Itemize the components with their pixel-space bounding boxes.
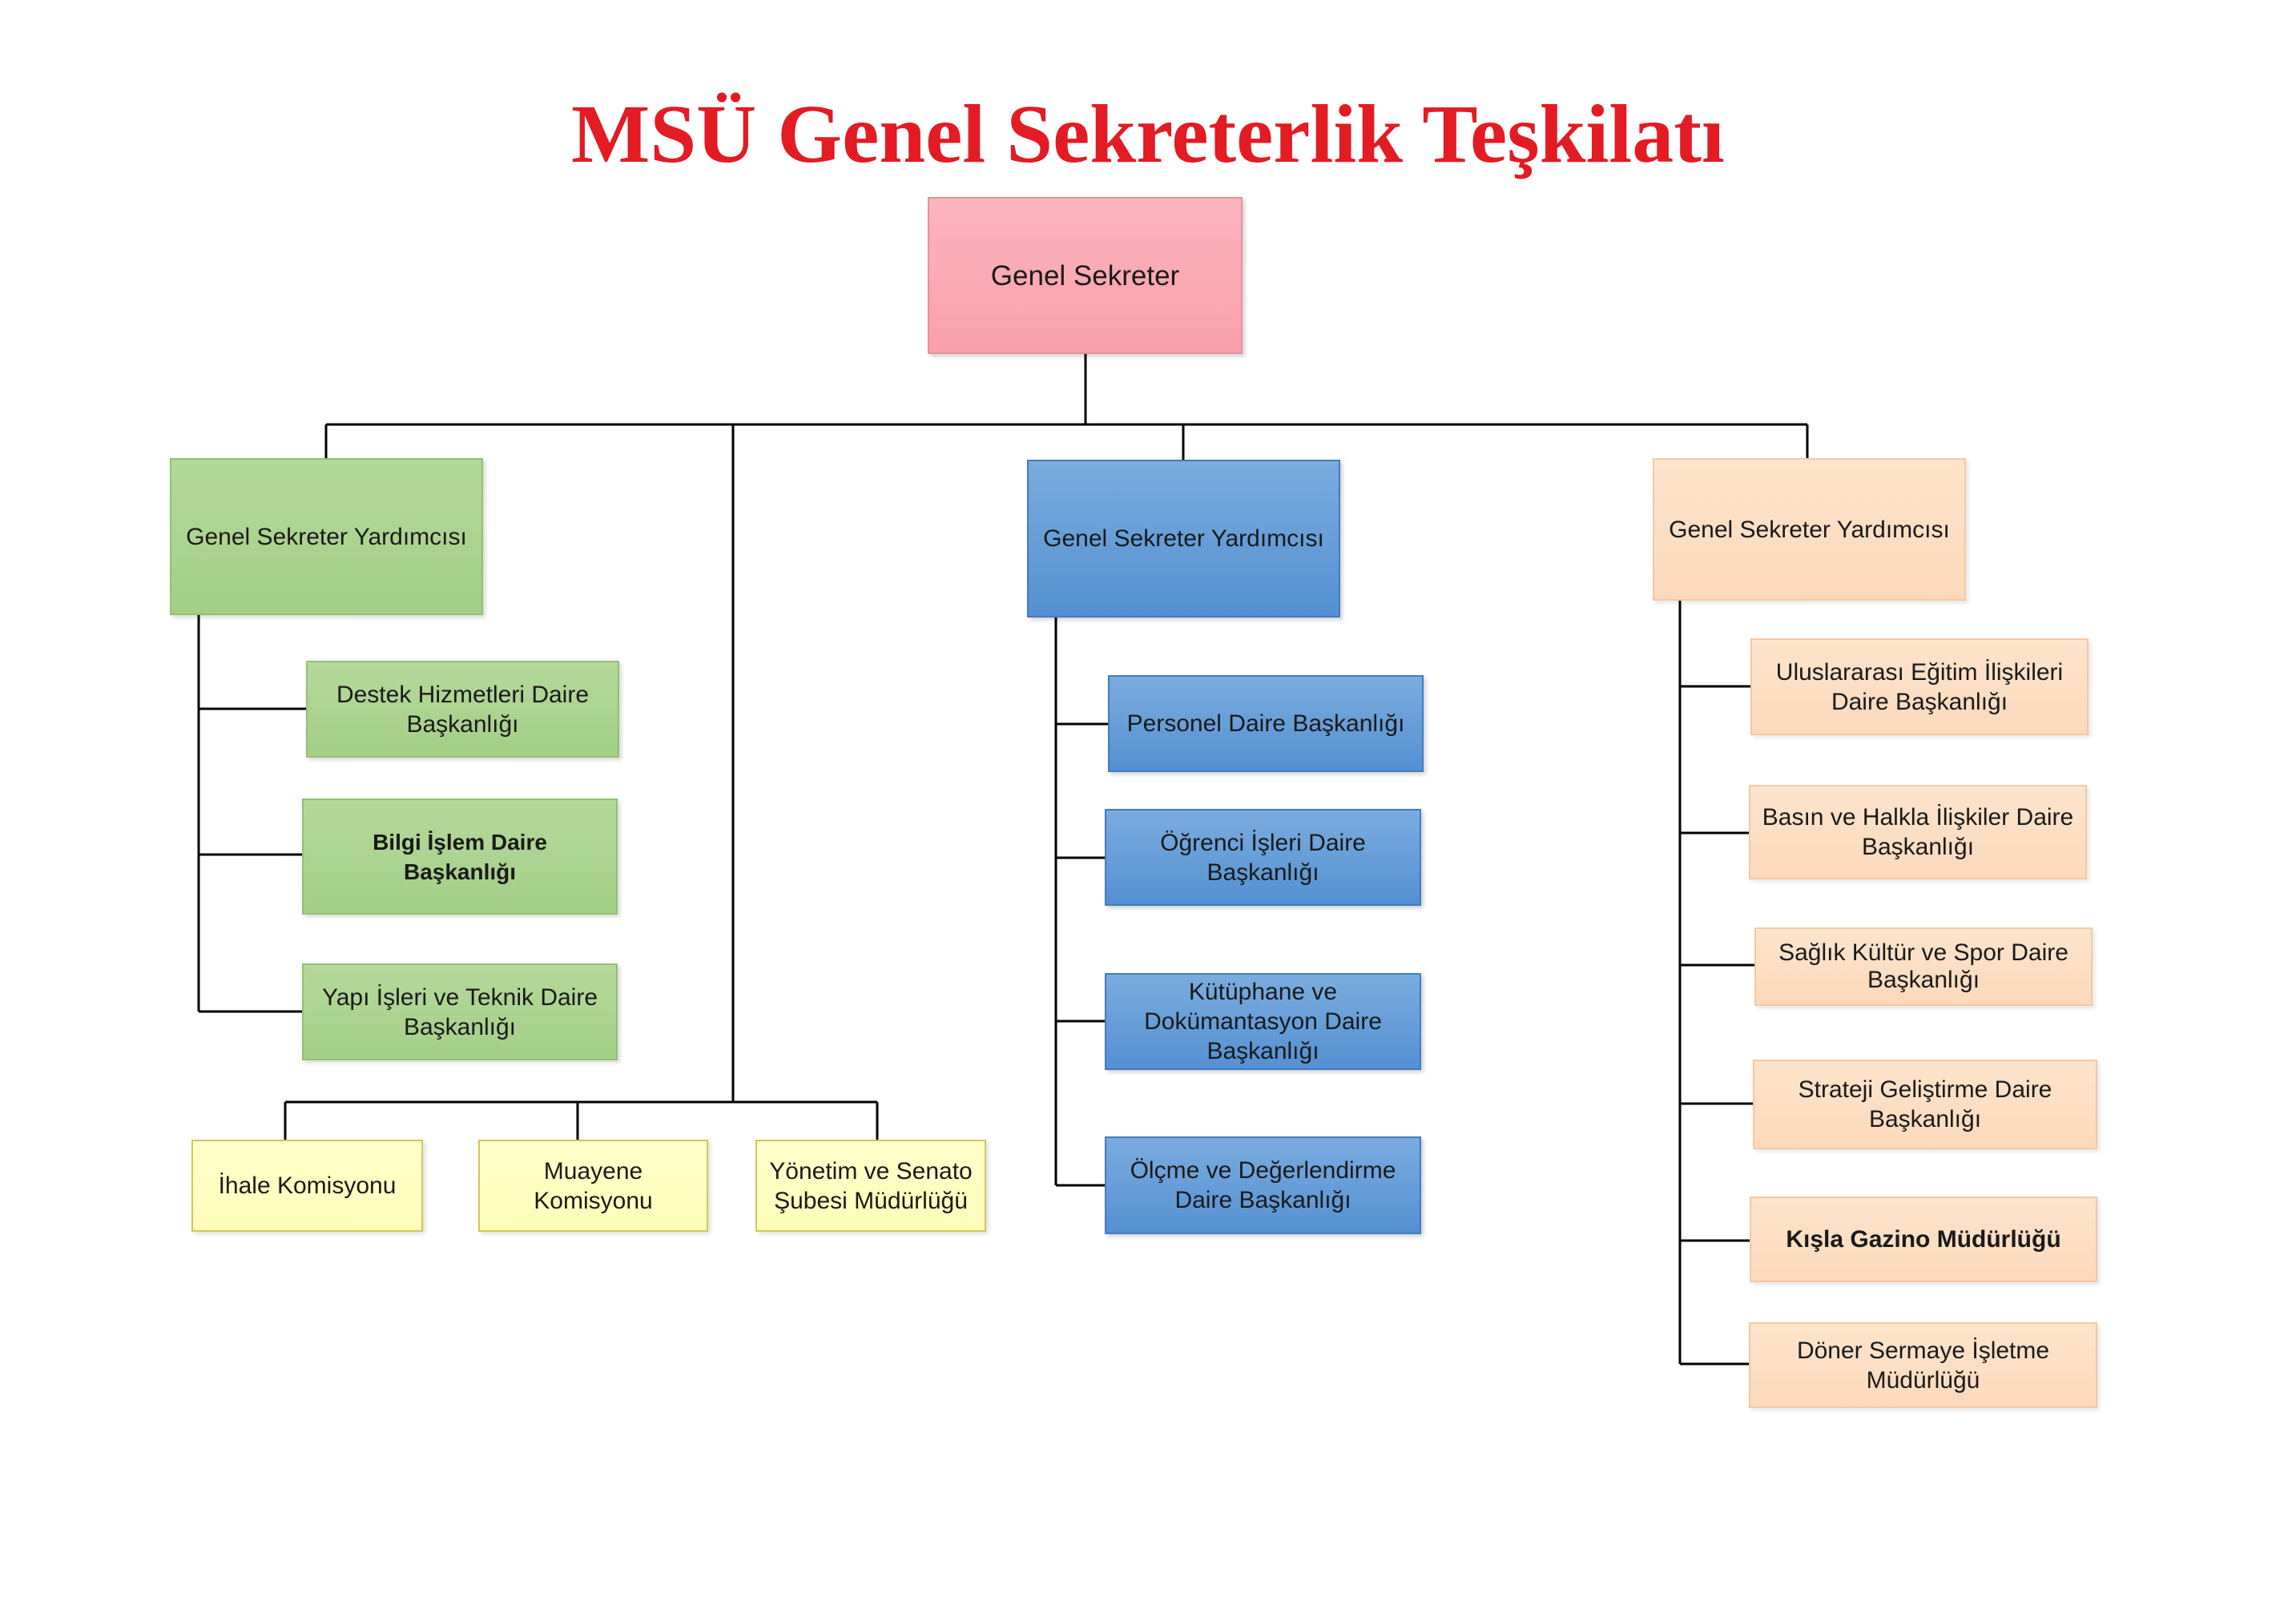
unit-strateji-gelistirme: Strateji Geliştirme Daire Başkanlığı [1753,1060,2097,1149]
unit-line: Bilgi İşlem Daire Başkanlığı [373,829,547,884]
commission-ihale: İhale Komisyonu [191,1140,423,1232]
unit-line: Kışla Gazino Müdürlüğü [1786,1226,2061,1253]
unit-yapi-isleri: Yapı İşleri ve Teknik Daire Başkanlığı [302,963,618,1060]
unit-line: Personel Daire Başkanlığı [1126,710,1405,737]
commission-line: Şubesi Müdürlüğü [774,1187,968,1214]
commission-line: Yönetim ve Senato [769,1157,973,1185]
unit-personel: Personel Daire Başkanlığı [1108,675,1424,772]
unit-line: Başkanlığı [403,1013,517,1040]
commission-line: Muayene [543,1157,643,1185]
chart-title: MSÜ Genel Sekreterlik Teşkilatı [571,88,1725,180]
unit-line: Başkanlığı [1861,834,1975,860]
commission-line: İhale Komisyonu [218,1173,397,1199]
unit-kutuphane: Kütüphane ve Dokümantasyon Daire Başkanl… [1105,973,1421,1070]
unit-line: Ölçme ve Değerlendirme [1130,1157,1396,1184]
unit-line: Başkanlığı [1206,859,1319,886]
unit-line: Başkanlığı [1206,1038,1319,1064]
unit-olcme-degerlendirme: Ölçme ve Değerlendirme Daire Başkanlığı [1105,1136,1421,1234]
unit-line: Müdürlüğü [1866,1366,1980,1394]
unit-line: Sağlık Kültür ve Spor Daire [1778,939,2068,966]
unit-doner-sermaye: Döner Sermaye İşletme Müdürlüğü [1749,1322,2097,1408]
deputy-label-middle: Genel Sekreter Yardımcısı [1043,525,1324,552]
genel-sekreter-label: Genel Sekreter [990,259,1180,292]
unit-kisla-gazino: Kışla Gazino Müdürlüğü [1750,1197,2097,1282]
unit-line: Yapı İşleri ve Teknik Daire [321,983,598,1011]
deputy-box-right: Genel Sekreter Yardımcısı [1653,458,1966,601]
deputy-box-left: Genel Sekreter Yardımcısı [170,458,483,615]
commission-muayene: Muayene Komisyonu [478,1140,708,1232]
unit-saglik-kultur-spor: Sağlık Kültür ve Spor Daire Başkanlığı [1754,927,2093,1006]
unit-line: Başkanlığı [406,710,519,738]
unit-ogrenci-isleri: Öğrenci İşleri Daire Başkanlığı [1105,809,1421,906]
unit-basin-halkla-iliskiler: Basın ve Halkla İlişkiler Daire Başkanlı… [1749,785,2087,879]
unit-bilgi-islem: Bilgi İşlem Daire Başkanlığı [302,798,618,915]
deputy-label-left: Genel Sekreter Yardımcısı [186,523,467,550]
unit-line: Daire Başkanlığı [1831,688,2008,715]
commission-line: Komisyonu [534,1187,653,1214]
unit-line: Destek Hizmetleri Daire [336,681,590,708]
unit-line: Daire Başkanlığı [1174,1187,1351,1213]
unit-line: Uluslararası Eğitim İlişkileri [1775,658,2064,686]
unit-line: Başkanlığı [1867,967,1980,993]
unit-line: Kütüphane ve [1188,979,1338,1005]
unit-line: Dokümantasyon Daire [1144,1008,1382,1035]
unit-line: Strateji Geliştirme Daire [1798,1076,2052,1103]
deputy-box-middle: Genel Sekreter Yardımcısı [1027,460,1340,617]
unit-line: Öğrenci İşleri Daire [1160,829,1366,856]
unit-destek-hizmetleri: Destek Hizmetleri Daire Başkanlığı [306,661,619,758]
genel-sekreter-box: Genel Sekreter [928,197,1243,354]
unit-line: Döner Sermaye İşletme [1796,1337,2050,1364]
unit-line: Başkanlığı [1868,1106,1982,1132]
deputy-label-right: Genel Sekreter Yardımcısı [1669,516,1950,543]
commission-yonetim-senato: Yönetim ve Senato Şubesi Müdürlüğü [755,1140,986,1232]
unit-line: Basın ve Halkla İlişkiler Daire [1762,804,2074,831]
unit-uluslararasi-egitim: Uluslararası Eğitim İlişkileri Daire Baş… [1750,638,2089,735]
